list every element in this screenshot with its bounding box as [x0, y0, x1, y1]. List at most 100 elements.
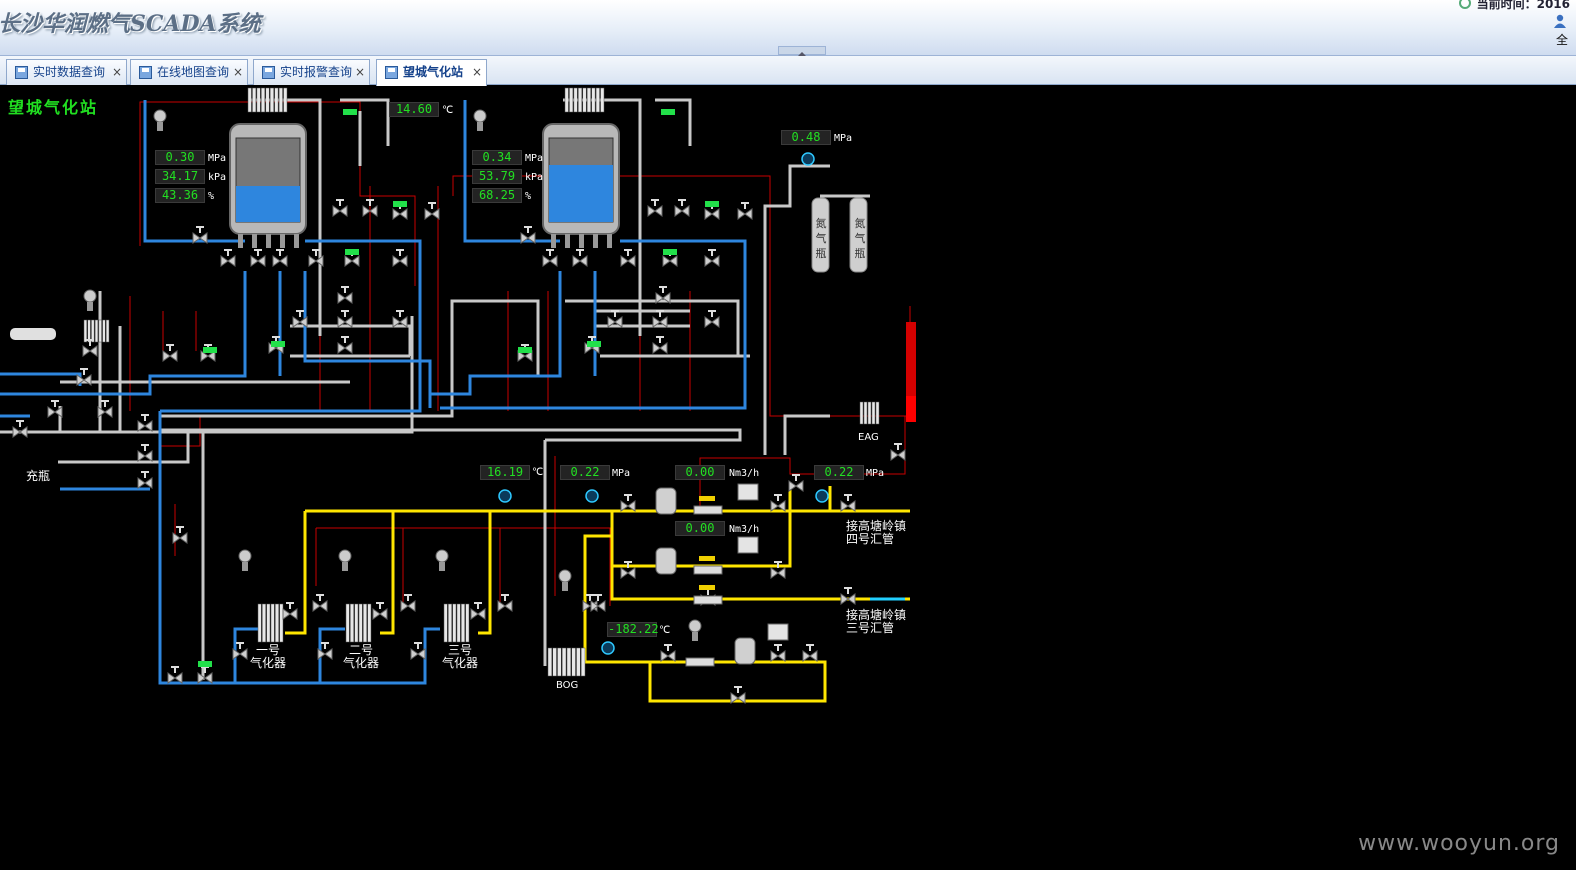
actuated-valve-icon[interactable]	[393, 201, 407, 207]
valve-handwheel	[86, 339, 94, 341]
valve-icon[interactable]	[308, 255, 324, 267]
valve-icon[interactable]	[232, 648, 248, 660]
valve-icon[interactable]	[770, 650, 786, 662]
valve-icon[interactable]	[704, 316, 720, 328]
close-icon[interactable]: ×	[354, 65, 365, 79]
transmitter-body	[157, 122, 163, 131]
watermark: www.wooyun.org	[1358, 831, 1560, 856]
valve-icon[interactable]	[607, 316, 623, 328]
valve-icon[interactable]	[497, 600, 513, 612]
collapse-header-button[interactable]	[778, 46, 826, 56]
actuated-valve-icon[interactable]	[661, 109, 675, 115]
valve-icon[interactable]	[674, 205, 690, 217]
valve-handwheel	[651, 199, 659, 201]
valve-icon[interactable]	[332, 205, 348, 217]
valve-icon[interactable]	[12, 426, 28, 438]
valve-icon[interactable]	[400, 600, 416, 612]
valve-icon[interactable]	[137, 477, 153, 489]
tab-realtime-data[interactable]: 实时数据查询×	[6, 59, 127, 85]
valve-icon[interactable]	[542, 255, 558, 267]
valve-icon[interactable]	[272, 255, 288, 267]
valve-icon[interactable]	[840, 500, 856, 512]
valve-icon[interactable]	[520, 232, 536, 244]
transmitter-icon	[238, 549, 252, 563]
transmitter-icon	[473, 109, 487, 123]
valve-icon[interactable]	[337, 292, 353, 304]
valve-icon[interactable]	[890, 449, 906, 461]
valve-icon[interactable]	[655, 292, 671, 304]
valve-icon[interactable]	[220, 255, 236, 267]
valve-icon[interactable]	[337, 342, 353, 354]
actuated-valve-icon[interactable]	[343, 109, 357, 115]
valve-icon[interactable]	[344, 255, 360, 267]
valve-icon[interactable]	[788, 480, 804, 492]
valve-icon[interactable]	[312, 600, 328, 612]
valve-icon[interactable]	[392, 255, 408, 267]
valve-icon[interactable]	[337, 316, 353, 328]
valve-icon[interactable]	[620, 255, 636, 267]
valve-icon[interactable]	[572, 255, 588, 267]
tab-realtime-alarm[interactable]: 实时报警查询×	[253, 59, 370, 85]
valve-stem	[477, 603, 479, 609]
valve-icon[interactable]	[652, 316, 668, 328]
valve-icon[interactable]	[392, 316, 408, 328]
close-icon[interactable]: ×	[111, 65, 122, 79]
valve-handwheel	[708, 249, 716, 251]
valve-stem	[777, 562, 779, 568]
valve-icon[interactable]	[197, 672, 213, 684]
valve-icon[interactable]	[704, 208, 720, 220]
valve-icon[interactable]	[362, 205, 378, 217]
valve-stem	[504, 595, 506, 601]
tab-wangcheng-station[interactable]: 望城气化站×	[376, 59, 487, 86]
valve-icon[interactable]	[97, 406, 113, 418]
valve-handwheel	[806, 644, 814, 646]
valve-icon[interactable]	[292, 316, 308, 328]
valve-icon[interactable]	[662, 255, 678, 267]
actuated-valve-icon[interactable]	[198, 661, 212, 667]
valve-icon[interactable]	[317, 648, 333, 660]
valve-icon[interactable]	[704, 255, 720, 267]
valve-icon[interactable]	[192, 232, 208, 244]
valve-icon[interactable]	[47, 406, 63, 418]
valve-icon[interactable]	[282, 608, 298, 620]
close-icon[interactable]: ×	[471, 65, 482, 79]
actuated-valve-icon[interactable]	[663, 249, 677, 255]
close-icon[interactable]: ×	[232, 65, 243, 79]
actuated-valve-icon[interactable]	[345, 249, 359, 255]
valve-icon[interactable]	[770, 500, 786, 512]
actuated-valve-icon[interactable]	[203, 347, 217, 353]
actuated-valve-icon[interactable]	[271, 341, 285, 347]
valve-icon[interactable]	[652, 342, 668, 354]
valve-icon[interactable]	[172, 532, 188, 544]
fullscreen-button[interactable]: 全	[1555, 33, 1568, 47]
valve-icon[interactable]	[620, 567, 636, 579]
valve-icon[interactable]	[770, 567, 786, 579]
valve-stem	[627, 495, 629, 501]
valve-icon[interactable]	[137, 450, 153, 462]
valve-icon[interactable]	[840, 593, 856, 605]
valve-icon[interactable]	[660, 650, 676, 662]
valve-icon[interactable]	[424, 208, 440, 220]
valve-icon[interactable]	[162, 350, 178, 362]
user-icon[interactable]	[1554, 14, 1566, 28]
valve-icon[interactable]	[730, 692, 746, 704]
actuated-valve-icon[interactable]	[587, 341, 601, 347]
valve-icon[interactable]	[372, 608, 388, 620]
valve-icon[interactable]	[250, 255, 266, 267]
actuated-valve-icon[interactable]	[705, 201, 719, 207]
vent-stack	[906, 322, 916, 422]
valve-icon[interactable]	[620, 500, 636, 512]
actuated-valve-icon[interactable]	[518, 347, 532, 353]
valve-icon[interactable]	[82, 345, 98, 357]
valve-icon[interactable]	[590, 600, 606, 612]
valve-icon[interactable]	[137, 420, 153, 432]
valve-icon[interactable]	[802, 650, 818, 662]
valve-icon[interactable]	[737, 208, 753, 220]
valve-icon[interactable]	[167, 672, 183, 684]
valve-icon[interactable]	[410, 648, 426, 660]
valve-icon[interactable]	[76, 374, 92, 386]
valve-icon[interactable]	[470, 608, 486, 620]
valve-icon[interactable]	[647, 205, 663, 217]
valve-icon[interactable]	[392, 208, 408, 220]
tab-online-map[interactable]: 在线地图查询×	[130, 59, 248, 85]
